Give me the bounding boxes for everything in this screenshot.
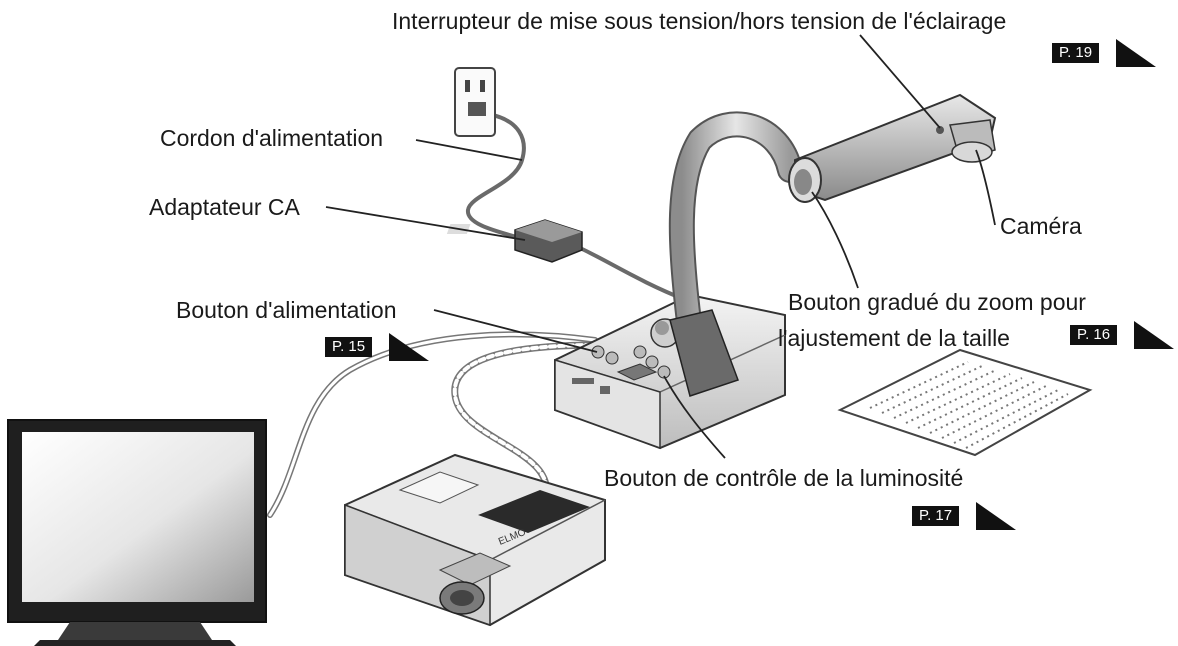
television <box>8 420 266 646</box>
leader-power-cord <box>416 140 522 160</box>
leader-ac-adapter <box>326 207 525 240</box>
document-sheet <box>840 350 1090 455</box>
leader-light-switch <box>860 35 940 128</box>
page-ref-power-button-text: P. 15 <box>325 337 372 357</box>
label-brightness: Bouton de contrôle de la luminosité <box>604 464 963 492</box>
page-ref-light-switch-arrow <box>1116 39 1156 67</box>
page-ref-zoom-arrow <box>1134 321 1174 349</box>
page-ref-power-button: P. 15 <box>325 333 431 361</box>
page-ref-light-switch: P. 19 <box>1052 39 1158 67</box>
page-ref-light-switch-text: P. 19 <box>1052 43 1099 63</box>
wall-outlet <box>455 68 495 136</box>
label-camera: Caméra <box>1000 212 1082 240</box>
label-zoom-line2: l'ajustement de la taille <box>778 324 1010 352</box>
ac-adapter <box>447 220 582 262</box>
page-ref-zoom: P. 16 <box>1070 321 1176 349</box>
label-ac-adapter: Adaptateur CA <box>149 193 300 221</box>
leader-power-button <box>434 310 597 352</box>
page-ref-brightness: P. 17 <box>912 502 1018 530</box>
page-ref-brightness-text: P. 17 <box>912 506 959 526</box>
label-power-cord: Cordon d'alimentation <box>160 124 383 152</box>
label-power-button: Bouton d'alimentation <box>176 296 397 324</box>
camera-lens <box>952 142 992 162</box>
page-ref-power-button-arrow <box>389 333 429 361</box>
label-light-switch: Interrupteur de mise sous tension/hors t… <box>392 7 1006 35</box>
label-zoom-line1: Bouton gradué du zoom pour <box>788 288 1086 316</box>
leader-zoom-dial <box>812 192 858 288</box>
page-ref-zoom-text: P. 16 <box>1070 325 1117 345</box>
projector: ELMO <box>345 455 605 625</box>
page-ref-brightness-arrow <box>976 502 1016 530</box>
